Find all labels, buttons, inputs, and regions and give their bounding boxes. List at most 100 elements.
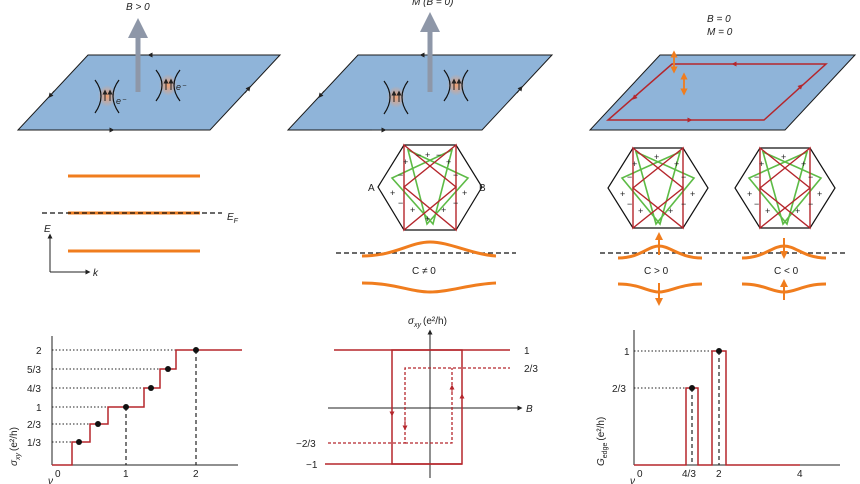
electron-label: e⁻ [176, 82, 187, 92]
svg-text:−: − [808, 172, 813, 182]
svg-text:+: + [620, 189, 625, 199]
hexagon-negative: +++ +++ +−− −− [734, 146, 836, 230]
saddle-line [94, 79, 102, 114]
sample-plane [588, 54, 857, 131]
svg-text:+: + [446, 157, 451, 167]
panel-2: M (B = 0) +++ +++ ++ −−− −−− A B C ≠ 0 [286, 0, 554, 478]
x-tick: 1 [123, 469, 129, 480]
svg-text:−: − [436, 150, 441, 160]
edge-arrow [48, 90, 55, 98]
svg-text:−: − [453, 198, 458, 208]
svg-text:−: − [627, 172, 632, 182]
x-tick: 2 [716, 469, 722, 480]
guide-lines [52, 349, 196, 443]
y-tick: 1/3 [27, 438, 41, 449]
magnet-label: M (B = 0) [412, 0, 453, 8]
svg-text:+: + [632, 159, 637, 169]
svg-text:−: − [627, 199, 632, 209]
hexagon-diagram: +++ +++ ++ −−− −−− [377, 143, 483, 232]
y-tick: 2/3 [612, 384, 626, 395]
red-triangle [402, 143, 457, 232]
plateau-point [165, 366, 171, 372]
x-tick: 4/3 [682, 469, 696, 480]
svg-text:+: + [674, 159, 679, 169]
electron-label: e⁻ [116, 96, 127, 106]
chern-neg-label: C < 0 [774, 266, 799, 277]
right-tick: 2/3 [524, 364, 538, 375]
saddle-line [461, 69, 469, 102]
minor-loop [405, 368, 453, 444]
svg-text:+: + [425, 214, 430, 224]
x-tick: 0 [637, 469, 643, 480]
sample-plane [16, 54, 282, 131]
svg-text:+: + [759, 159, 764, 169]
saddle-line [155, 69, 163, 102]
fermi-label: EF [227, 212, 239, 225]
y-axis-label: σxy(e²/h) [9, 427, 22, 466]
y-tick: 2/3 [27, 420, 41, 431]
y-tick: 1 [36, 403, 42, 414]
x-axis-label: ν [630, 476, 635, 484]
hexagon-positive: +++ +++ +−− −− [607, 146, 709, 230]
edge-arrow [796, 84, 803, 91]
plateau-point [95, 421, 101, 427]
saddle-line [383, 80, 391, 115]
peak-point [689, 385, 695, 391]
svg-text:−: − [398, 198, 403, 208]
plateau-point [148, 385, 154, 391]
edge-arrow [516, 86, 523, 94]
svg-text:−: − [398, 170, 403, 180]
field-line-1: B = 0 [707, 14, 731, 25]
conductance-peak [634, 350, 800, 466]
svg-text:+: + [781, 152, 786, 162]
panel-3: B = 0 M = 0 +++ +++ +−− −− +++ +++ [588, 14, 857, 484]
x-tick: 4 [797, 469, 803, 480]
hysteresis-plot: 1 2/3 −2/3 −1 B σxy(e²/h) [296, 316, 538, 478]
svg-text:+: + [801, 159, 806, 169]
edge-loop [606, 63, 828, 121]
svg-text:−: − [453, 170, 458, 180]
chern-label: C ≠ 0 [412, 266, 436, 277]
svg-text:+: + [747, 189, 752, 199]
node-a: A [368, 183, 375, 194]
svg-text:−: − [754, 172, 759, 182]
chern-pos-label: C > 0 [644, 266, 669, 277]
full-loop [325, 349, 463, 465]
plateau-point [193, 347, 199, 353]
svg-text:−: − [681, 172, 686, 182]
upper-band [361, 240, 497, 258]
x-tick: 0 [55, 469, 61, 480]
svg-text:−: − [808, 199, 813, 209]
svg-text:+: + [403, 157, 408, 167]
svg-text:+: + [462, 188, 467, 198]
node-b: B [479, 183, 486, 194]
svg-text:+: + [425, 150, 430, 160]
saddle-line [173, 69, 181, 102]
minor-loop [328, 367, 510, 444]
x-axis-label: B [526, 404, 533, 415]
panel-1: e⁻ e⁻ B > 0 EF E k [9, 2, 282, 484]
svg-text:+: + [817, 189, 822, 199]
field-label: B > 0 [126, 2, 150, 13]
svg-text:+: + [654, 152, 659, 162]
left-tick: −1 [306, 460, 318, 471]
y-tick: 5/3 [27, 365, 41, 376]
saddle-line [401, 80, 409, 115]
green-triangle [406, 148, 470, 226]
momentum-axis-label: k [93, 268, 99, 279]
svg-text:+: + [690, 189, 695, 199]
lower-band [361, 281, 497, 294]
edge-conductance-plot: 2/3 1 0 4/3 2 4 ν Gedge(e²/h) [596, 330, 840, 484]
svg-text:+: + [668, 206, 673, 216]
y-axis-label: Gedge(e²/h) [596, 417, 609, 466]
staircase-plot: 1/3 2/3 1 4/3 5/3 2 0 1 2 ν σxy(e²/h) [9, 336, 242, 484]
svg-text:−: − [416, 150, 421, 160]
plateau-point [76, 439, 82, 445]
sample-plane [286, 54, 554, 131]
plateau-point [123, 404, 129, 410]
svg-text:+: + [795, 206, 800, 216]
full-loop [391, 349, 510, 465]
field-line-2: M = 0 [707, 27, 733, 38]
green-triangle [390, 148, 454, 226]
